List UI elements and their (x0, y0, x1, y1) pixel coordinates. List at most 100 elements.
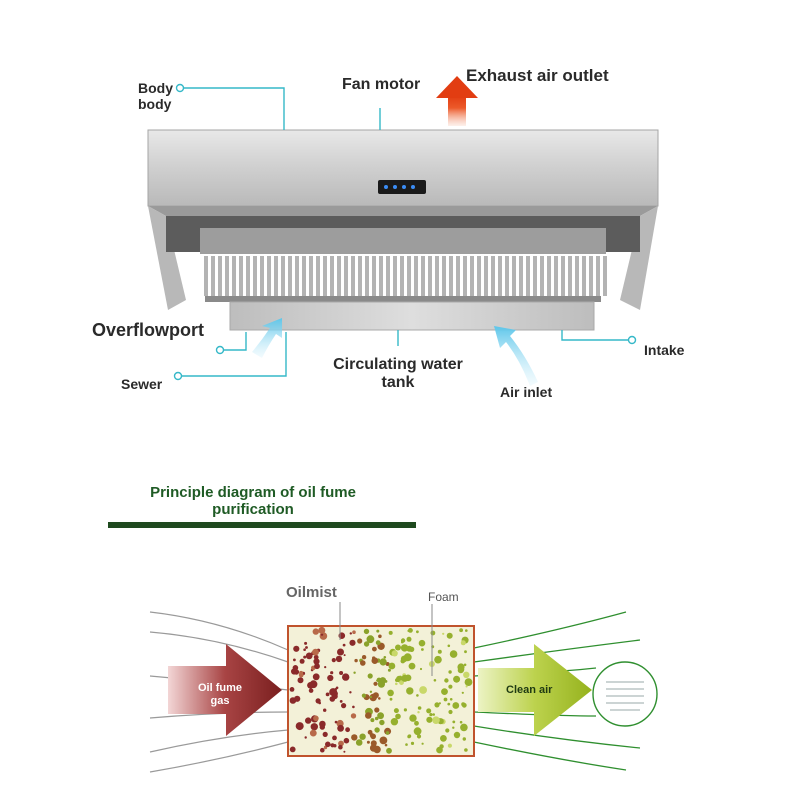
baffle-slat (351, 256, 355, 296)
particle (463, 671, 470, 678)
baffle-slat (239, 256, 243, 296)
particle (406, 636, 412, 642)
particle (329, 688, 338, 697)
particle (305, 717, 312, 724)
particle (440, 735, 447, 742)
particle (309, 729, 317, 737)
particle (373, 681, 378, 686)
particle (395, 644, 401, 651)
particle (421, 742, 424, 745)
particle (447, 743, 452, 748)
particle (391, 650, 398, 657)
particle (449, 698, 453, 701)
baffle-slat (400, 256, 404, 296)
baffle-slat (414, 256, 418, 296)
air-inlet-arrow-icon (494, 326, 538, 386)
particle (374, 707, 380, 713)
particle (351, 734, 358, 741)
particle (354, 658, 358, 663)
particle (312, 628, 319, 635)
particle (324, 666, 327, 669)
particle (374, 716, 379, 721)
particle (386, 747, 392, 754)
particle (355, 739, 363, 746)
exhaust-arrow-icon (436, 76, 478, 126)
baffle-slat (519, 256, 523, 296)
particle (325, 741, 331, 748)
baffle-slat (435, 256, 439, 296)
particle (379, 719, 385, 726)
particle (369, 733, 375, 738)
particle (294, 670, 297, 673)
particle (417, 706, 422, 710)
particle (442, 632, 445, 635)
particle (376, 629, 380, 633)
particle (361, 693, 366, 698)
particle (399, 675, 402, 679)
particle (332, 735, 337, 741)
label-oil-fume-gas-line2: gas (210, 695, 230, 707)
magnifier-inset-icon (592, 661, 658, 727)
particle (369, 690, 373, 693)
particle (446, 632, 453, 639)
baffle-slat (449, 256, 453, 296)
particle (304, 641, 308, 645)
particle (338, 632, 346, 639)
particle (350, 713, 357, 719)
label-fan-motor: Fan motor (342, 76, 421, 93)
oil-fume-input-arrow-icon (168, 644, 282, 736)
baffle-slat (379, 256, 383, 296)
particle (372, 656, 376, 660)
baffle-slat (554, 256, 558, 296)
particle (417, 711, 420, 714)
baffle-slat (407, 256, 411, 296)
particle (334, 720, 338, 724)
particle (379, 736, 388, 745)
particle (443, 697, 448, 702)
baffle-slat (365, 256, 369, 296)
baffle-slat (204, 256, 208, 296)
label-sewer: Sewer (121, 376, 163, 392)
particle (413, 727, 422, 736)
baffle-slat (421, 256, 425, 296)
particle (461, 702, 467, 708)
particle (390, 718, 399, 726)
flow-lines-in (149, 611, 289, 773)
particle (399, 680, 404, 685)
particle (448, 684, 453, 689)
particle (367, 673, 373, 679)
particle (416, 694, 419, 697)
baffle-slat (232, 256, 236, 296)
particle (299, 670, 304, 675)
particle (377, 712, 384, 720)
particle (374, 727, 380, 733)
particle (434, 655, 442, 664)
particle (363, 641, 370, 647)
particle (452, 726, 455, 729)
particle (401, 640, 404, 644)
particle (331, 658, 336, 663)
particle (337, 724, 344, 732)
particle (393, 708, 399, 714)
particle (349, 632, 352, 635)
particle (452, 720, 456, 724)
baffle-slat (582, 256, 586, 296)
particle (410, 741, 415, 746)
particle (308, 688, 314, 693)
particle (361, 655, 367, 660)
particle (337, 648, 344, 656)
particle (459, 720, 463, 724)
particle (387, 689, 394, 697)
baffle-slat (225, 256, 229, 296)
particle (335, 655, 343, 663)
baffle-slat (498, 256, 502, 296)
particle (457, 667, 464, 674)
particle (305, 646, 308, 649)
particle (289, 687, 295, 692)
baffle-slat (372, 256, 376, 296)
particle (318, 626, 326, 634)
particle (303, 648, 306, 651)
particle (357, 638, 363, 644)
label-water-tank-line1: Circulating water (333, 356, 463, 373)
baffle-slat (218, 256, 222, 296)
